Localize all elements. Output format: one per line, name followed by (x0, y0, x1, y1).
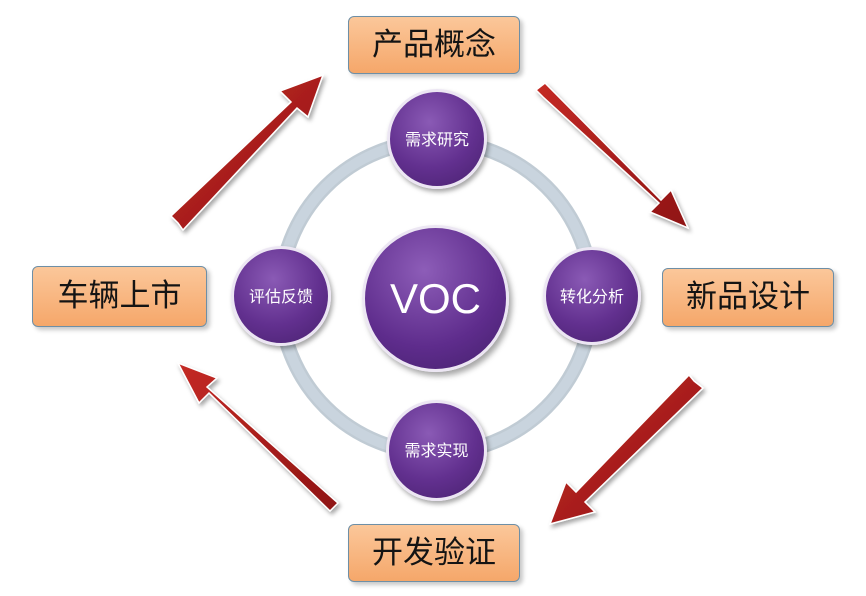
node-requirement-research: 需求研究 (387, 89, 487, 189)
node-evaluation-feedback-label: 评估反馈 (248, 286, 313, 306)
arrow-to-top (169, 73, 325, 232)
stage-box-product-concept: 产品概念 (348, 16, 520, 74)
stage-box-vehicle-launch: 车辆上市 (32, 266, 207, 327)
node-conversion-analysis: 转化分析 (543, 247, 641, 345)
arrow-to-right (534, 81, 690, 230)
node-requirement-research-label: 需求研究 (404, 129, 469, 149)
arrow-to-bottom (548, 373, 705, 526)
center-voc-circle: VOC (362, 225, 509, 372)
node-requirement-implementation-label: 需求实现 (404, 441, 469, 460)
node-conversion-analysis-label: 转化分析 (559, 286, 624, 306)
node-requirement-implementation: 需求实现 (386, 400, 487, 501)
arrow-to-left (176, 361, 340, 513)
stage-box-new-product-design: 新品设计 (662, 268, 834, 327)
stage-box-development-validation: 开发验证 (348, 524, 520, 582)
node-evaluation-feedback: 评估反馈 (231, 246, 331, 346)
